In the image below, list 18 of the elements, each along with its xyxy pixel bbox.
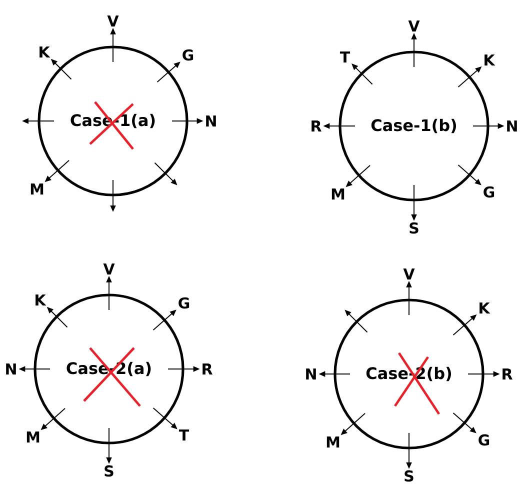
arrow [352, 64, 373, 85]
letter-label: T [340, 52, 350, 62]
letter-label: S [104, 465, 114, 477]
letter-label: N [306, 368, 316, 380]
letter-label: N [6, 364, 16, 374]
letter-label: S [404, 470, 414, 482]
letter-label: R [202, 364, 212, 374]
letter-label: N [206, 116, 216, 126]
letter-label: K [36, 294, 46, 306]
letter-label: K [40, 46, 50, 58]
letter-label: V [408, 20, 420, 32]
letter-label: N [507, 120, 517, 132]
letter-label: V [403, 268, 415, 280]
letter-label: R [312, 120, 322, 132]
letter-label: R [502, 368, 512, 380]
letter-label: S [410, 222, 418, 234]
letter-label: V [107, 16, 119, 26]
letter-label: V [103, 264, 115, 274]
